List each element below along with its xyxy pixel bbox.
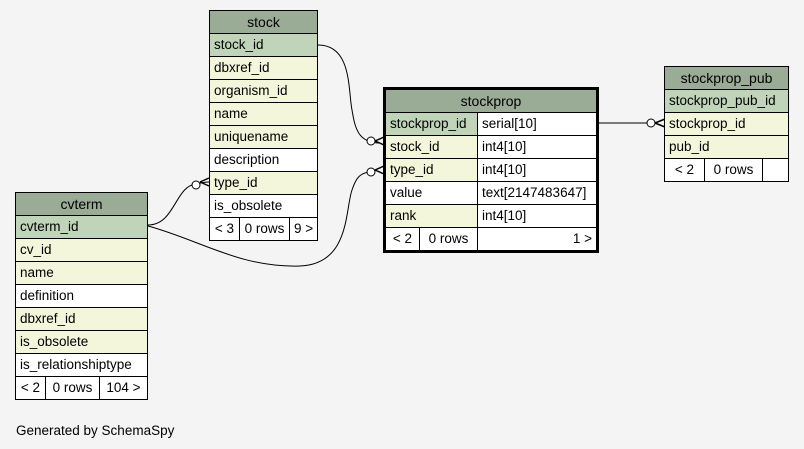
crowfoot-marker — [199, 177, 210, 187]
parents-link[interactable]: < 2 — [386, 228, 420, 250]
relationship-stock-stockprop — [317, 44, 381, 144]
parents-link[interactable]: < 2 — [16, 377, 46, 399]
column-name: uniquename — [214, 129, 289, 144]
column-name: organism_id — [214, 83, 288, 98]
generated-by-label: Generated by SchemaSpy — [16, 423, 175, 438]
column-row[interactable]: organism_id — [210, 80, 317, 103]
optional-many-marker — [366, 136, 376, 146]
column-name: type_id — [386, 159, 478, 181]
column-name: stock_id — [214, 37, 264, 52]
column-name: type_id — [214, 175, 258, 190]
column-row[interactable]: pub_id — [665, 136, 788, 159]
table-title[interactable]: cvterm — [16, 193, 147, 216]
table-footer: < 2 0 rows — [665, 159, 788, 181]
column-row[interactable]: uniquename — [210, 126, 317, 149]
column-row[interactable]: name — [210, 103, 317, 126]
column-name: rank — [386, 205, 478, 227]
parents-link[interactable]: < 3 — [210, 218, 240, 240]
table-title[interactable]: stockprop_pub — [665, 67, 788, 90]
children-link[interactable]: 9 > — [294, 221, 314, 236]
column-row[interactable]: is_obsolete — [210, 195, 317, 218]
column-row[interactable]: stock_id — [210, 34, 317, 57]
column-name: cv_id — [20, 242, 52, 257]
column-name: is_relationshiptype — [20, 357, 132, 372]
column-row[interactable]: cvterm_id — [16, 216, 147, 239]
column-row[interactable]: stockprop_id serial[10] — [386, 113, 596, 136]
table-stockprop_pub[interactable]: stockprop_pub stockprop_pub_id stockprop… — [664, 66, 789, 182]
optional-many-marker — [646, 118, 656, 128]
table-stockprop[interactable]: stockprop stockprop_id serial[10] stock_… — [383, 87, 599, 253]
column-name: dbxref_id — [20, 311, 76, 326]
column-row[interactable]: description — [210, 149, 317, 172]
column-row[interactable]: type_id — [210, 172, 317, 195]
column-row[interactable]: stock_id int4[10] — [386, 136, 596, 159]
column-row[interactable]: definition — [16, 285, 147, 308]
column-row[interactable]: stockprop_id — [665, 113, 788, 136]
column-name: dbxref_id — [214, 60, 270, 75]
children-link[interactable] — [763, 159, 788, 181]
column-name: is_obsolete — [214, 198, 283, 213]
column-type: int4[10] — [478, 136, 596, 158]
column-row[interactable]: is_obsolete — [16, 331, 147, 354]
row-count: 0 rows — [240, 218, 290, 240]
column-name: stock_id — [386, 136, 478, 158]
column-type: serial[10] — [478, 113, 596, 135]
parents-link[interactable]: < 2 — [665, 159, 705, 181]
table-cvterm[interactable]: cvterm cvterm_id cv_id name definition d… — [15, 192, 148, 400]
column-name: name — [214, 106, 248, 121]
column-name: stockprop_id — [669, 116, 746, 131]
column-name: name — [20, 265, 54, 280]
column-name: value — [386, 182, 478, 204]
relationship-cvterm-stock — [147, 181, 210, 226]
table-footer: < 3 0 rows 9 > — [210, 218, 317, 240]
row-count: 0 rows — [705, 159, 763, 181]
children-link[interactable]: 1 > — [572, 231, 592, 246]
row-count: 0 rows — [46, 377, 100, 399]
column-name: stockprop_pub_id — [669, 93, 776, 108]
column-name: pub_id — [669, 139, 710, 154]
column-row[interactable]: stockprop_pub_id — [665, 90, 788, 113]
column-name: cvterm_id — [20, 219, 79, 234]
column-row[interactable]: dbxref_id — [210, 57, 317, 80]
column-type: int4[10] — [478, 159, 596, 181]
column-row[interactable]: type_id int4[10] — [386, 159, 596, 182]
table-title[interactable]: stock — [210, 11, 317, 34]
column-name: stockprop_id — [386, 113, 478, 135]
row-count: 0 rows — [420, 228, 478, 250]
column-row[interactable]: name — [16, 262, 147, 285]
optional-many-marker — [191, 180, 201, 190]
column-type: text[2147483647] — [478, 182, 596, 204]
column-name: is_obsolete — [20, 334, 89, 349]
column-name: definition — [20, 288, 75, 303]
table-footer: < 2 0 rows 1 > — [386, 228, 596, 250]
optional-many-marker — [366, 167, 376, 177]
column-name: description — [214, 152, 280, 167]
column-row[interactable]: cv_id — [16, 239, 147, 262]
column-row[interactable]: is_relationshiptype — [16, 354, 147, 377]
children-link[interactable]: 104 > — [106, 380, 141, 395]
column-row[interactable]: dbxref_id — [16, 308, 147, 331]
table-stock[interactable]: stock stock_id dbxref_id organism_id nam… — [209, 10, 318, 241]
column-row[interactable]: rank int4[10] — [386, 205, 596, 228]
column-type: int4[10] — [478, 205, 596, 227]
table-title[interactable]: stockprop — [386, 90, 596, 113]
table-footer: < 2 0 rows 104 > — [16, 377, 147, 399]
column-row[interactable]: value text[2147483647] — [386, 182, 596, 205]
